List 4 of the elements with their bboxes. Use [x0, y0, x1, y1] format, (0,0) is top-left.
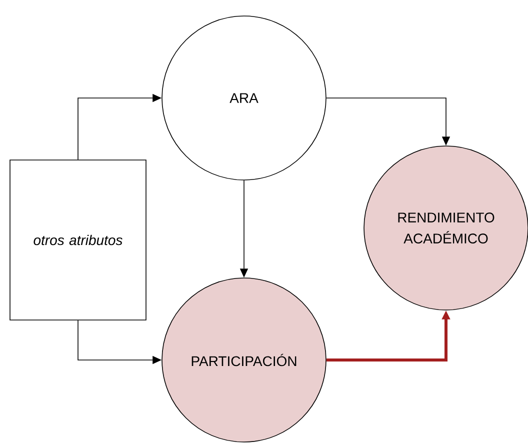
circle-node: PARTICIPACIÓN	[162, 278, 326, 442]
process-box: otros atributos	[10, 160, 146, 320]
circle-node: RENDIMIENTO ACADÉMICO	[364, 146, 528, 310]
circle-node: ARA	[162, 16, 326, 180]
